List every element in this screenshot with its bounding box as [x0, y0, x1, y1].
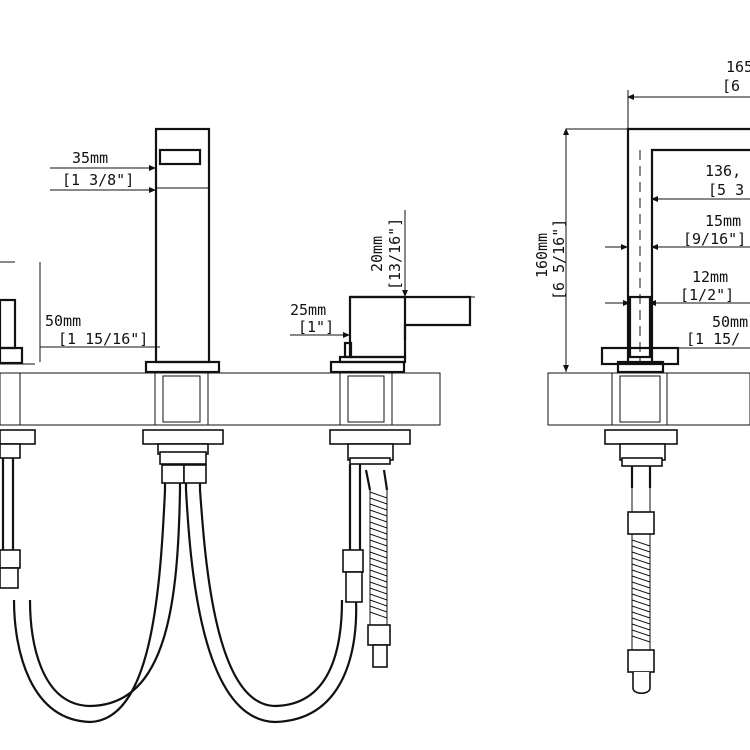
left-valve	[0, 261, 35, 365]
dim-136: 136,	[705, 162, 741, 180]
braided-hose-side	[627, 488, 655, 695]
dim-spout-length: 136, [5 3	[651, 162, 750, 202]
right-valve-handle	[329, 295, 472, 374]
side-view: 165 [6 160mm [6 5/16"] 136, [5 3 15mm [9…	[533, 58, 750, 695]
dim-25mm-in: [1"]	[298, 318, 334, 336]
dim-165-in: [6	[722, 77, 740, 95]
dim-12mm-in: [1/2"]	[680, 286, 734, 304]
front-view: 35mm [1 3/8"] 50mm [1 15/16"] 25mm [1"] …	[0, 127, 475, 724]
braided-hose-front	[364, 469, 391, 668]
dim-160mm-in: [6 5/16"]	[550, 219, 568, 300]
side-hardware	[604, 429, 678, 488]
dim-15mm-in: [9/16"]	[683, 230, 746, 248]
supply-hoses	[0, 458, 391, 724]
dim-12mm: 12mm	[692, 268, 728, 286]
dim-25mm: 25mm	[290, 301, 326, 319]
dim-spout-thickness: 15mm [9/16"]	[605, 212, 750, 250]
dim-lever-thickness: 12mm [1/2"]	[605, 268, 750, 306]
countertop-section-front	[0, 372, 441, 426]
dim-side-50mm-in: [1 15/	[686, 330, 740, 348]
dim-20mm: 20mm	[368, 236, 386, 272]
dim-165: 165	[726, 58, 750, 76]
dim-136-in: [5 3	[708, 181, 744, 199]
dim-50mm: 50mm	[45, 312, 81, 330]
dim-20mm-in: [13/16"]	[386, 218, 404, 290]
dim-35mm: 35mm	[72, 149, 108, 167]
dim-side-50mm: 50mm	[712, 313, 748, 331]
dim-handle-width: 25mm [1"]	[290, 301, 350, 338]
dim-50mm-in: [1 15/16"]	[58, 330, 148, 348]
countertop-section-side	[547, 372, 750, 426]
dim-35mm-in: [1 3/8"]	[62, 171, 134, 189]
dim-valve-height: 50mm [1 15/16"]	[39, 262, 160, 362]
underside-hardware	[0, 429, 411, 465]
dim-15mm: 15mm	[705, 212, 741, 230]
dim-handle-height: 20mm [13/16"]	[368, 210, 475, 298]
dim-height: 160mm [6 5/16"]	[533, 128, 628, 372]
dim-base-height: 50mm [1 15/	[678, 313, 750, 349]
dim-spout-depth: 35mm [1 3/8"]	[50, 149, 209, 193]
dim-reach: 165 [6	[627, 58, 750, 129]
spout-body	[144, 127, 221, 374]
dim-160mm: 160mm	[533, 233, 551, 278]
